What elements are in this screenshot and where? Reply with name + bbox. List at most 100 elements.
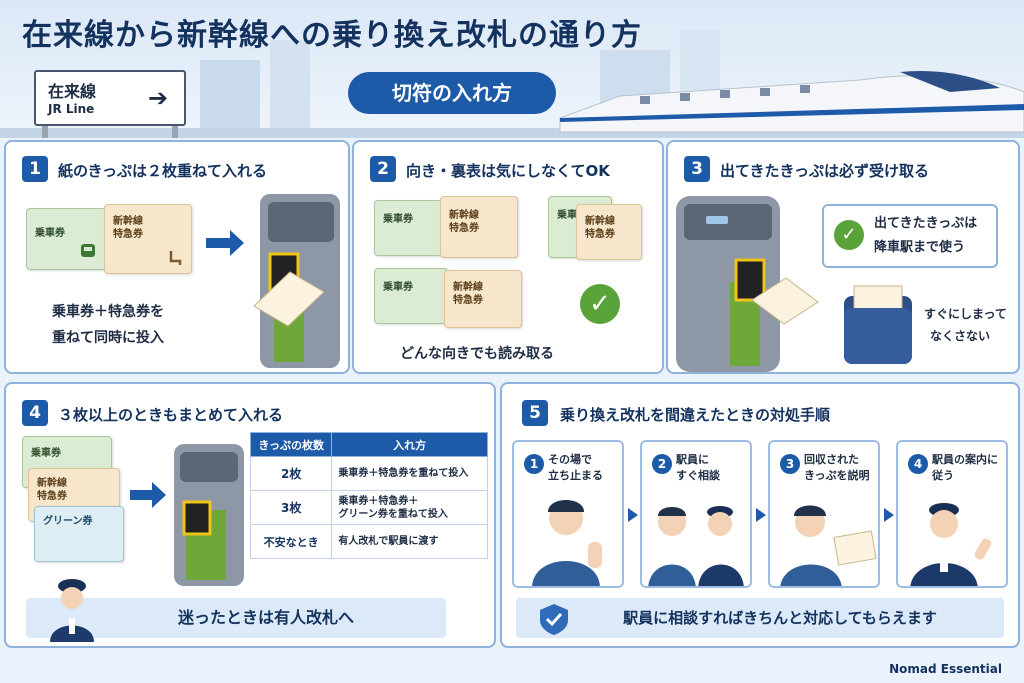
arrow-right-icon bbox=[130, 482, 166, 508]
train-icon bbox=[81, 244, 95, 257]
step-card-4: 4 駅員の案内に 従う bbox=[896, 440, 1008, 588]
panel-step-3: 3 出てきたきっぷは必ず受け取る ✓ 出てきたきっぷは 降車駅まで使う すぐにし… bbox=[666, 140, 1020, 374]
ticket-label: 新幹線 特急券 bbox=[113, 216, 143, 240]
ticket-green-car: グリーン券 bbox=[34, 506, 124, 562]
ticket-tokkyuken: 新幹線 特急券 bbox=[104, 204, 192, 274]
panel-text: どんな向きでも読み取る bbox=[400, 346, 554, 362]
step-number: 5 bbox=[522, 400, 548, 426]
callout-box: ✓ 出てきたきっぷは 降車駅まで使う bbox=[822, 204, 998, 268]
step-label: その場で 立ち止まる bbox=[548, 453, 603, 482]
ticket-gate-illustration bbox=[254, 194, 340, 368]
step-label: 駅員の案内に 従う bbox=[932, 453, 998, 482]
step-badge: 4 bbox=[908, 454, 928, 474]
subtitle-pill: 切符の入れ方 bbox=[348, 72, 556, 114]
ticket-label: 乗車券 bbox=[31, 448, 61, 459]
table-cell: 不安なとき bbox=[249, 524, 333, 559]
table-header-row: きっぷの枚数 入れ方 bbox=[249, 432, 488, 457]
ticket-label: 乗車券 bbox=[383, 214, 413, 225]
table-cell: 乗車券＋特急券＋ グリーン券を重ねて投入 bbox=[331, 490, 488, 525]
callout-line1: 出てきたきっぷは bbox=[874, 216, 978, 231]
step-card-3: 3 回収された きっぷを説明 bbox=[768, 440, 880, 588]
staff-guide-icon bbox=[910, 503, 992, 586]
table-row: 3枚 乗車券＋特急券＋ グリーン券を重ねて投入 bbox=[249, 490, 488, 525]
panel-step-1: 1 紙のきっぷは２枚重ねて入れる 乗車券 新幹線 特急券 乗車券＋特急券を 重ね… bbox=[4, 140, 350, 374]
footer-brand: Nomad Essential bbox=[889, 662, 1002, 676]
ticket-label: 新幹線 特急券 bbox=[453, 282, 483, 306]
ticket-label: 乗車券 bbox=[557, 210, 587, 221]
step-badge: 2 bbox=[652, 454, 672, 474]
step-number: 1 bbox=[22, 156, 48, 182]
ticket-label: グリーン券 bbox=[43, 516, 93, 527]
consult-staff-icon bbox=[648, 506, 744, 586]
ticket-label: 新幹線 特急券 bbox=[585, 216, 615, 240]
ticket-count-table: きっぷの枚数 入れ方 2枚 乗車券＋特急券を重ねて投入 3枚 乗車券＋特急券＋ … bbox=[249, 432, 488, 559]
hero-banner: 在来線から新幹線への乗り換え改札の通り方 在来線 JR Line ➔ 切符の入れ… bbox=[0, 0, 1024, 138]
callout-banner: 迷ったときは有人改札へ bbox=[26, 598, 446, 638]
ticket-label: 新幹線 特急券 bbox=[37, 478, 67, 502]
ticket-gate-illustration bbox=[676, 196, 819, 372]
panel-step-4: 4 ３枚以上のときもまとめて入れる 乗車券 新幹線 特急券 グリーン券 きっぷの… bbox=[4, 382, 496, 648]
step-arrow-icon bbox=[884, 508, 894, 522]
table-header: 入れ方 bbox=[331, 432, 488, 457]
callout-line2: 降車駅まで使う bbox=[874, 240, 966, 255]
panel-text-line2: なくさない bbox=[930, 329, 991, 343]
callout-text: 迷ったときは有人改札へ bbox=[177, 608, 354, 627]
explain-ticket-icon bbox=[780, 505, 877, 586]
panel-heading: 乗り換え改札を間違えたときの対処手順 bbox=[560, 406, 831, 424]
step-arrow-icon bbox=[628, 508, 638, 522]
ticket-label: 新幹線 特急券 bbox=[449, 210, 479, 234]
station-background bbox=[0, 30, 1024, 138]
table-cell: 有人改札で駅員に渡す bbox=[331, 524, 488, 559]
panel-text-line2: 重ねて同時に投入 bbox=[52, 330, 164, 346]
panel-text-line1: 乗車券＋特急券を bbox=[52, 304, 164, 320]
panel-text-line1: すぐにしまって bbox=[924, 307, 1007, 321]
step-card-1: 1 その場で 立ち止まる bbox=[512, 440, 624, 588]
checkmark-icon: ✓ bbox=[580, 284, 620, 324]
step-badge: 1 bbox=[524, 454, 544, 474]
arrow-right-icon: ➔ bbox=[148, 84, 169, 112]
checkmark-icon: ✓ bbox=[834, 220, 864, 250]
ticket-joshaken: 乗車券 bbox=[26, 208, 110, 270]
shinkansen-train bbox=[559, 70, 1024, 133]
ticket-tokkyuken: 新幹線 特急券 bbox=[444, 270, 522, 328]
panel-heading: 紙のきっぷは２枚重ねて入れる bbox=[58, 162, 267, 180]
shield-check-icon bbox=[540, 604, 568, 635]
jr-line-sign: 在来線 JR Line ➔ bbox=[34, 70, 186, 126]
ticket-gate-illustration bbox=[174, 444, 244, 586]
step-badge: 3 bbox=[780, 454, 800, 474]
ticket-label: 乗車券 bbox=[383, 282, 413, 293]
sign-post-right bbox=[172, 124, 178, 138]
step-label: 駅員に すぐ相談 bbox=[676, 453, 720, 482]
page-title: 在来線から新幹線への乗り換え改札の通り方 bbox=[22, 18, 642, 53]
step-arrow-icon bbox=[756, 508, 766, 522]
table-row: 2枚 乗車券＋特急券を重ねて投入 bbox=[249, 456, 488, 491]
sign-sub-label: JR Line bbox=[48, 102, 95, 116]
sign-main-label: 在来線 bbox=[48, 82, 97, 101]
step-number: 2 bbox=[370, 156, 396, 182]
panel-step-5: 5 乗り換え改札を間違えたときの対処手順 1 その場で 立ち止まる 2 駅員に … bbox=[500, 382, 1020, 648]
ticket-joshaken: 乗車券 bbox=[374, 200, 444, 256]
panel-step-2: 2 向き・裏表は気にしなくてOK 乗車券 新幹線 特急券 乗車券 新幹線 特急券… bbox=[352, 140, 664, 374]
step-label: 回収された きっぷを説明 bbox=[804, 453, 870, 482]
table-header: きっぷの枚数 bbox=[249, 432, 333, 457]
callout-text: 駅員に相談すればきちんと対応してもらえます bbox=[623, 609, 937, 627]
table-cell: 2枚 bbox=[249, 456, 333, 491]
ticket-joshaken: 乗車券 bbox=[374, 268, 448, 324]
step-number: 4 bbox=[22, 400, 48, 426]
table-row: 不安なとき 有人改札で駅員に渡す bbox=[249, 524, 488, 559]
panel-heading: 出てきたきっぷは必ず受け取る bbox=[720, 162, 929, 180]
sign-post-left bbox=[42, 124, 48, 138]
panel-heading: ３枚以上のときもまとめて入れる bbox=[58, 406, 284, 424]
ticket-tokkyuken: 新幹線 特急券 bbox=[440, 196, 518, 258]
table-cell: 乗車券＋特急券を重ねて投入 bbox=[331, 456, 488, 491]
ticket-tokkyuken: 新幹線 特急券 bbox=[576, 204, 642, 260]
seat-icon bbox=[169, 251, 182, 265]
station-staff-icon bbox=[50, 579, 94, 642]
step-number: 3 bbox=[684, 156, 710, 182]
table-cell: 3枚 bbox=[249, 490, 333, 525]
arrow-right-icon bbox=[206, 230, 244, 256]
person-stop-icon bbox=[532, 500, 602, 586]
ticket-label: 乗車券 bbox=[35, 228, 65, 239]
step-card-2: 2 駅員に すぐ相談 bbox=[640, 440, 752, 588]
panel-heading: 向き・裏表は気にしなくてOK bbox=[406, 162, 610, 180]
